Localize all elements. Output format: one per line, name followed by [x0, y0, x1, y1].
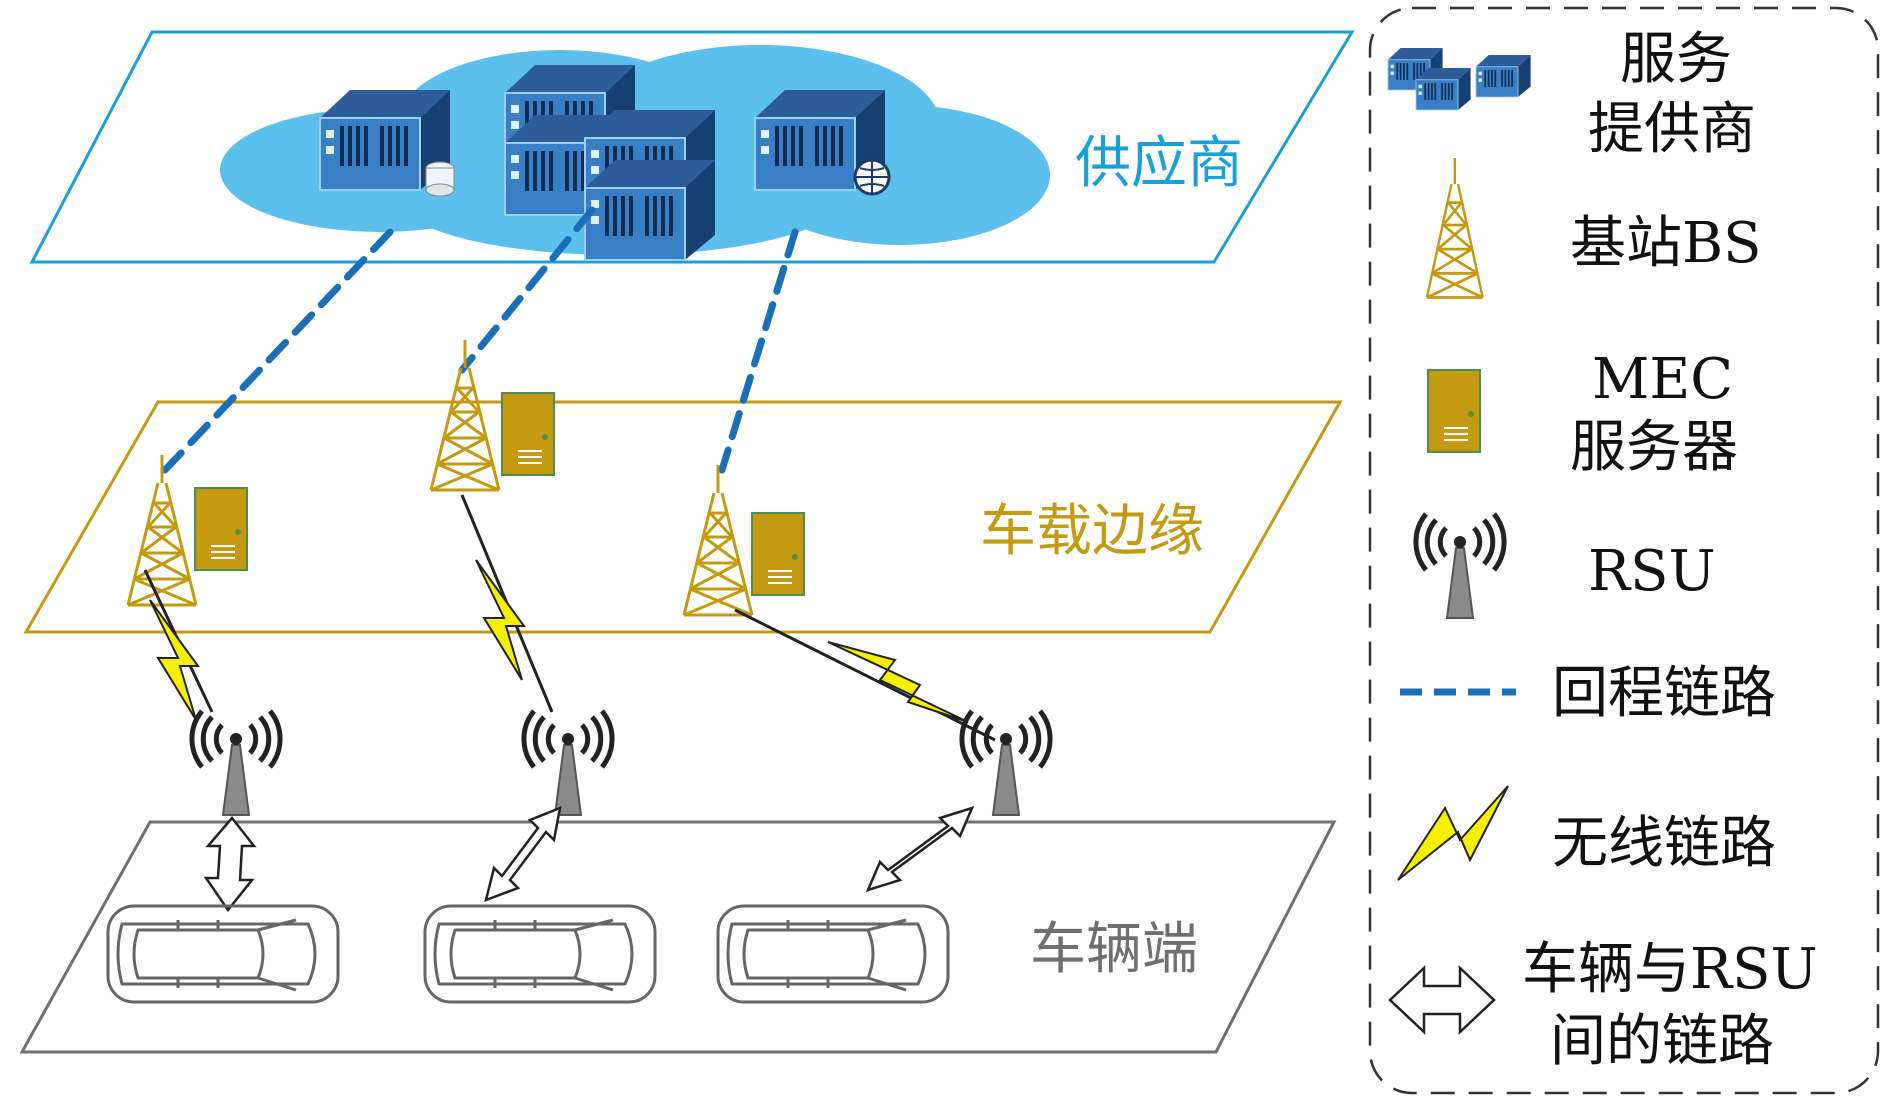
legend-item-wireless-link: 无线链路	[1397, 785, 1776, 881]
lightning-icon	[149, 599, 199, 721]
vehicle-icon	[423, 904, 657, 1004]
legend-label: RSU	[1588, 539, 1716, 604]
backhaul-link	[161, 228, 394, 474]
edge-layer: 车载边缘	[23, 400, 1343, 634]
server-cluster-icon	[1387, 47, 1532, 111]
vehicle-layer-label: 车辆端	[1030, 917, 1198, 982]
provider-layer: 供应商	[29, 30, 1355, 264]
legend-item-backhaul-link: 回程链路	[1400, 661, 1776, 726]
tower-icon	[429, 338, 501, 492]
legend-label: 无线链路	[1552, 811, 1776, 876]
tower-icon	[682, 463, 754, 617]
double-arrow-icon	[865, 805, 975, 893]
mec-server-icon	[751, 512, 805, 596]
edge-plane	[23, 400, 1343, 634]
double-arrow-icon	[484, 805, 562, 903]
double-arrow-icon	[203, 816, 257, 913]
legend-label: 服务	[1620, 27, 1732, 92]
lightning-icon	[475, 559, 525, 681]
server-cluster-icon	[754, 89, 891, 196]
wireless-links	[143, 494, 996, 742]
rsu-antenna-icon	[962, 711, 1050, 815]
edge-layer-label: 车载边缘	[980, 499, 1204, 564]
provider-layer-label: 供应商	[1075, 131, 1243, 196]
legend-label: MEC	[1592, 347, 1733, 412]
server-cluster-icon	[319, 89, 455, 197]
rsu-antenna-icon	[524, 711, 612, 815]
legend-item-service-provider: 服务 提供商	[1387, 27, 1756, 162]
backhaul-links	[161, 206, 799, 474]
vehicle-plane	[19, 820, 1337, 1054]
base-station-group-2	[429, 338, 555, 492]
legend: 服务 提供商 基站BS MEC 服务器 RSU 回程链路 无线链路	[1368, 6, 1880, 1095]
vehicle-rsu-links	[203, 805, 975, 913]
legend-label: 车辆与RSU	[1522, 937, 1818, 1002]
legend-label: 服务器	[1570, 415, 1738, 480]
lightning-icon	[827, 641, 969, 723]
base-station-group-1	[126, 453, 248, 607]
legend-label: 提供商	[1588, 97, 1756, 162]
legend-box	[1368, 6, 1880, 1095]
mec-server-icon	[194, 487, 248, 571]
double-arrow-icon	[1388, 965, 1496, 1035]
rsu-antenna-icon	[192, 711, 280, 815]
mec-server-icon	[1427, 369, 1481, 453]
legend-item-rsu: RSU	[1416, 514, 1716, 618]
backhaul-link	[458, 206, 596, 374]
tower-icon	[126, 453, 198, 607]
legend-label: 基站BS	[1570, 211, 1762, 276]
rsu-antenna-icon	[1416, 514, 1504, 618]
vehicle-icon	[716, 904, 950, 1004]
legend-item-base-station: 基站BS	[1425, 156, 1762, 299]
legend-label: 回程链路	[1552, 661, 1776, 726]
vehicle-layer: 车辆端	[19, 820, 1337, 1054]
mec-server-icon	[501, 392, 555, 476]
base-station-group-3	[682, 463, 805, 617]
legend-item-mec-server: MEC 服务器	[1427, 347, 1738, 480]
legend-label: 间的链路	[1550, 1009, 1774, 1074]
lightning-icon	[1397, 785, 1509, 881]
tower-icon	[1425, 156, 1485, 299]
vehicle-icon	[106, 904, 340, 1004]
legend-item-vehicle-rsu-link: 车辆与RSU 间的链路	[1388, 937, 1818, 1074]
backhaul-link	[718, 228, 799, 474]
